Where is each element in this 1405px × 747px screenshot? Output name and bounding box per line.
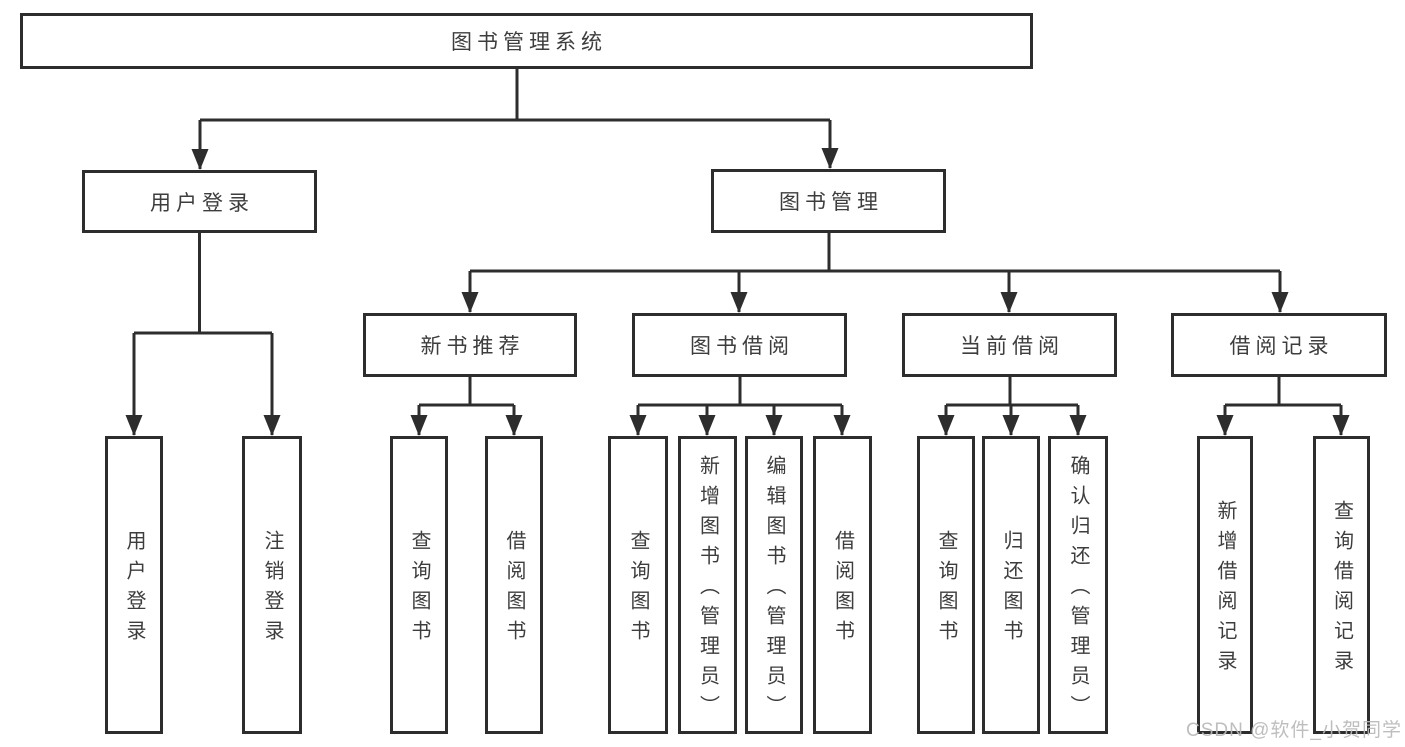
leaf-borrow-add-books: 新增图书（管理员）	[678, 436, 737, 734]
node-new-book-rec-label: 新书推荐	[420, 335, 525, 358]
node-book-mgmt-branch-label: 图书管理	[779, 191, 883, 214]
leaf-record-add-record: 新增借阅记录	[1197, 436, 1253, 734]
connector-trunks	[134, 69, 1341, 407]
node-borrow-record-label: 借阅记录	[1229, 335, 1334, 358]
leaf-borrow-add-books-label: 新增图书（管理员）	[696, 455, 719, 725]
leaf-borrow-edit-books-label: 编辑图书（管理员）	[763, 455, 785, 725]
leaf-record-query-record: 查询借阅记录	[1313, 436, 1370, 734]
leaf-logout: 注销登录	[242, 436, 302, 734]
node-current-borrow: 当前借阅	[902, 313, 1117, 377]
leaf-record-query-record-label: 查询借阅记录	[1330, 500, 1353, 680]
leaf-current-query-books: 查询图书	[917, 436, 975, 734]
leaf-newrec-borrow-books-label: 借阅图书	[503, 530, 525, 650]
leaf-user-login-label: 用户登录	[123, 530, 145, 650]
node-system: 图书管理系统	[20, 13, 1033, 69]
node-user-login-branch-label: 用户登录	[150, 191, 254, 215]
leaf-borrow-query-books-label: 查询图书	[627, 530, 649, 650]
leaf-current-query-books-label: 查询图书	[935, 530, 957, 650]
connector-arrows	[125, 120, 1350, 436]
leaf-current-confirm-return-label: 确认归还（管理员）	[1067, 455, 1089, 725]
leaf-user-login: 用户登录	[105, 436, 163, 734]
node-new-book-rec: 新书推荐	[363, 313, 577, 377]
leaf-current-return-books-label: 归还图书	[1000, 530, 1022, 650]
leaf-current-confirm-return: 确认归还（管理员）	[1048, 436, 1108, 734]
leaf-borrow-borrow-books: 借阅图书	[813, 436, 872, 734]
node-user-login-branch: 用户登录	[82, 170, 317, 233]
node-book-borrow: 图书借阅	[632, 313, 847, 377]
node-book-mgmt-branch: 图书管理	[711, 169, 946, 233]
leaf-newrec-borrow-books: 借阅图书	[485, 436, 543, 734]
leaf-borrow-edit-books: 编辑图书（管理员）	[745, 436, 803, 734]
node-system-label: 图书管理系统	[451, 31, 607, 54]
leaf-borrow-query-books: 查询图书	[608, 436, 668, 734]
node-current-borrow-label: 当前借阅	[960, 335, 1064, 358]
leaf-logout-label: 注销登录	[261, 530, 283, 650]
leaf-newrec-query-books: 查询图书	[390, 436, 448, 734]
csdn-watermark: CSDN @软件_小贺同学	[1186, 720, 1402, 741]
leaf-current-return-books: 归还图书	[982, 436, 1040, 734]
node-book-borrow-label: 图书借阅	[690, 335, 794, 358]
leaf-newrec-query-books-label: 查询图书	[408, 530, 430, 650]
leaf-record-add-record-label: 新增借阅记录	[1214, 500, 1236, 680]
leaf-borrow-borrow-books-label: 借阅图书	[831, 530, 854, 650]
node-borrow-record: 借阅记录	[1171, 313, 1387, 377]
